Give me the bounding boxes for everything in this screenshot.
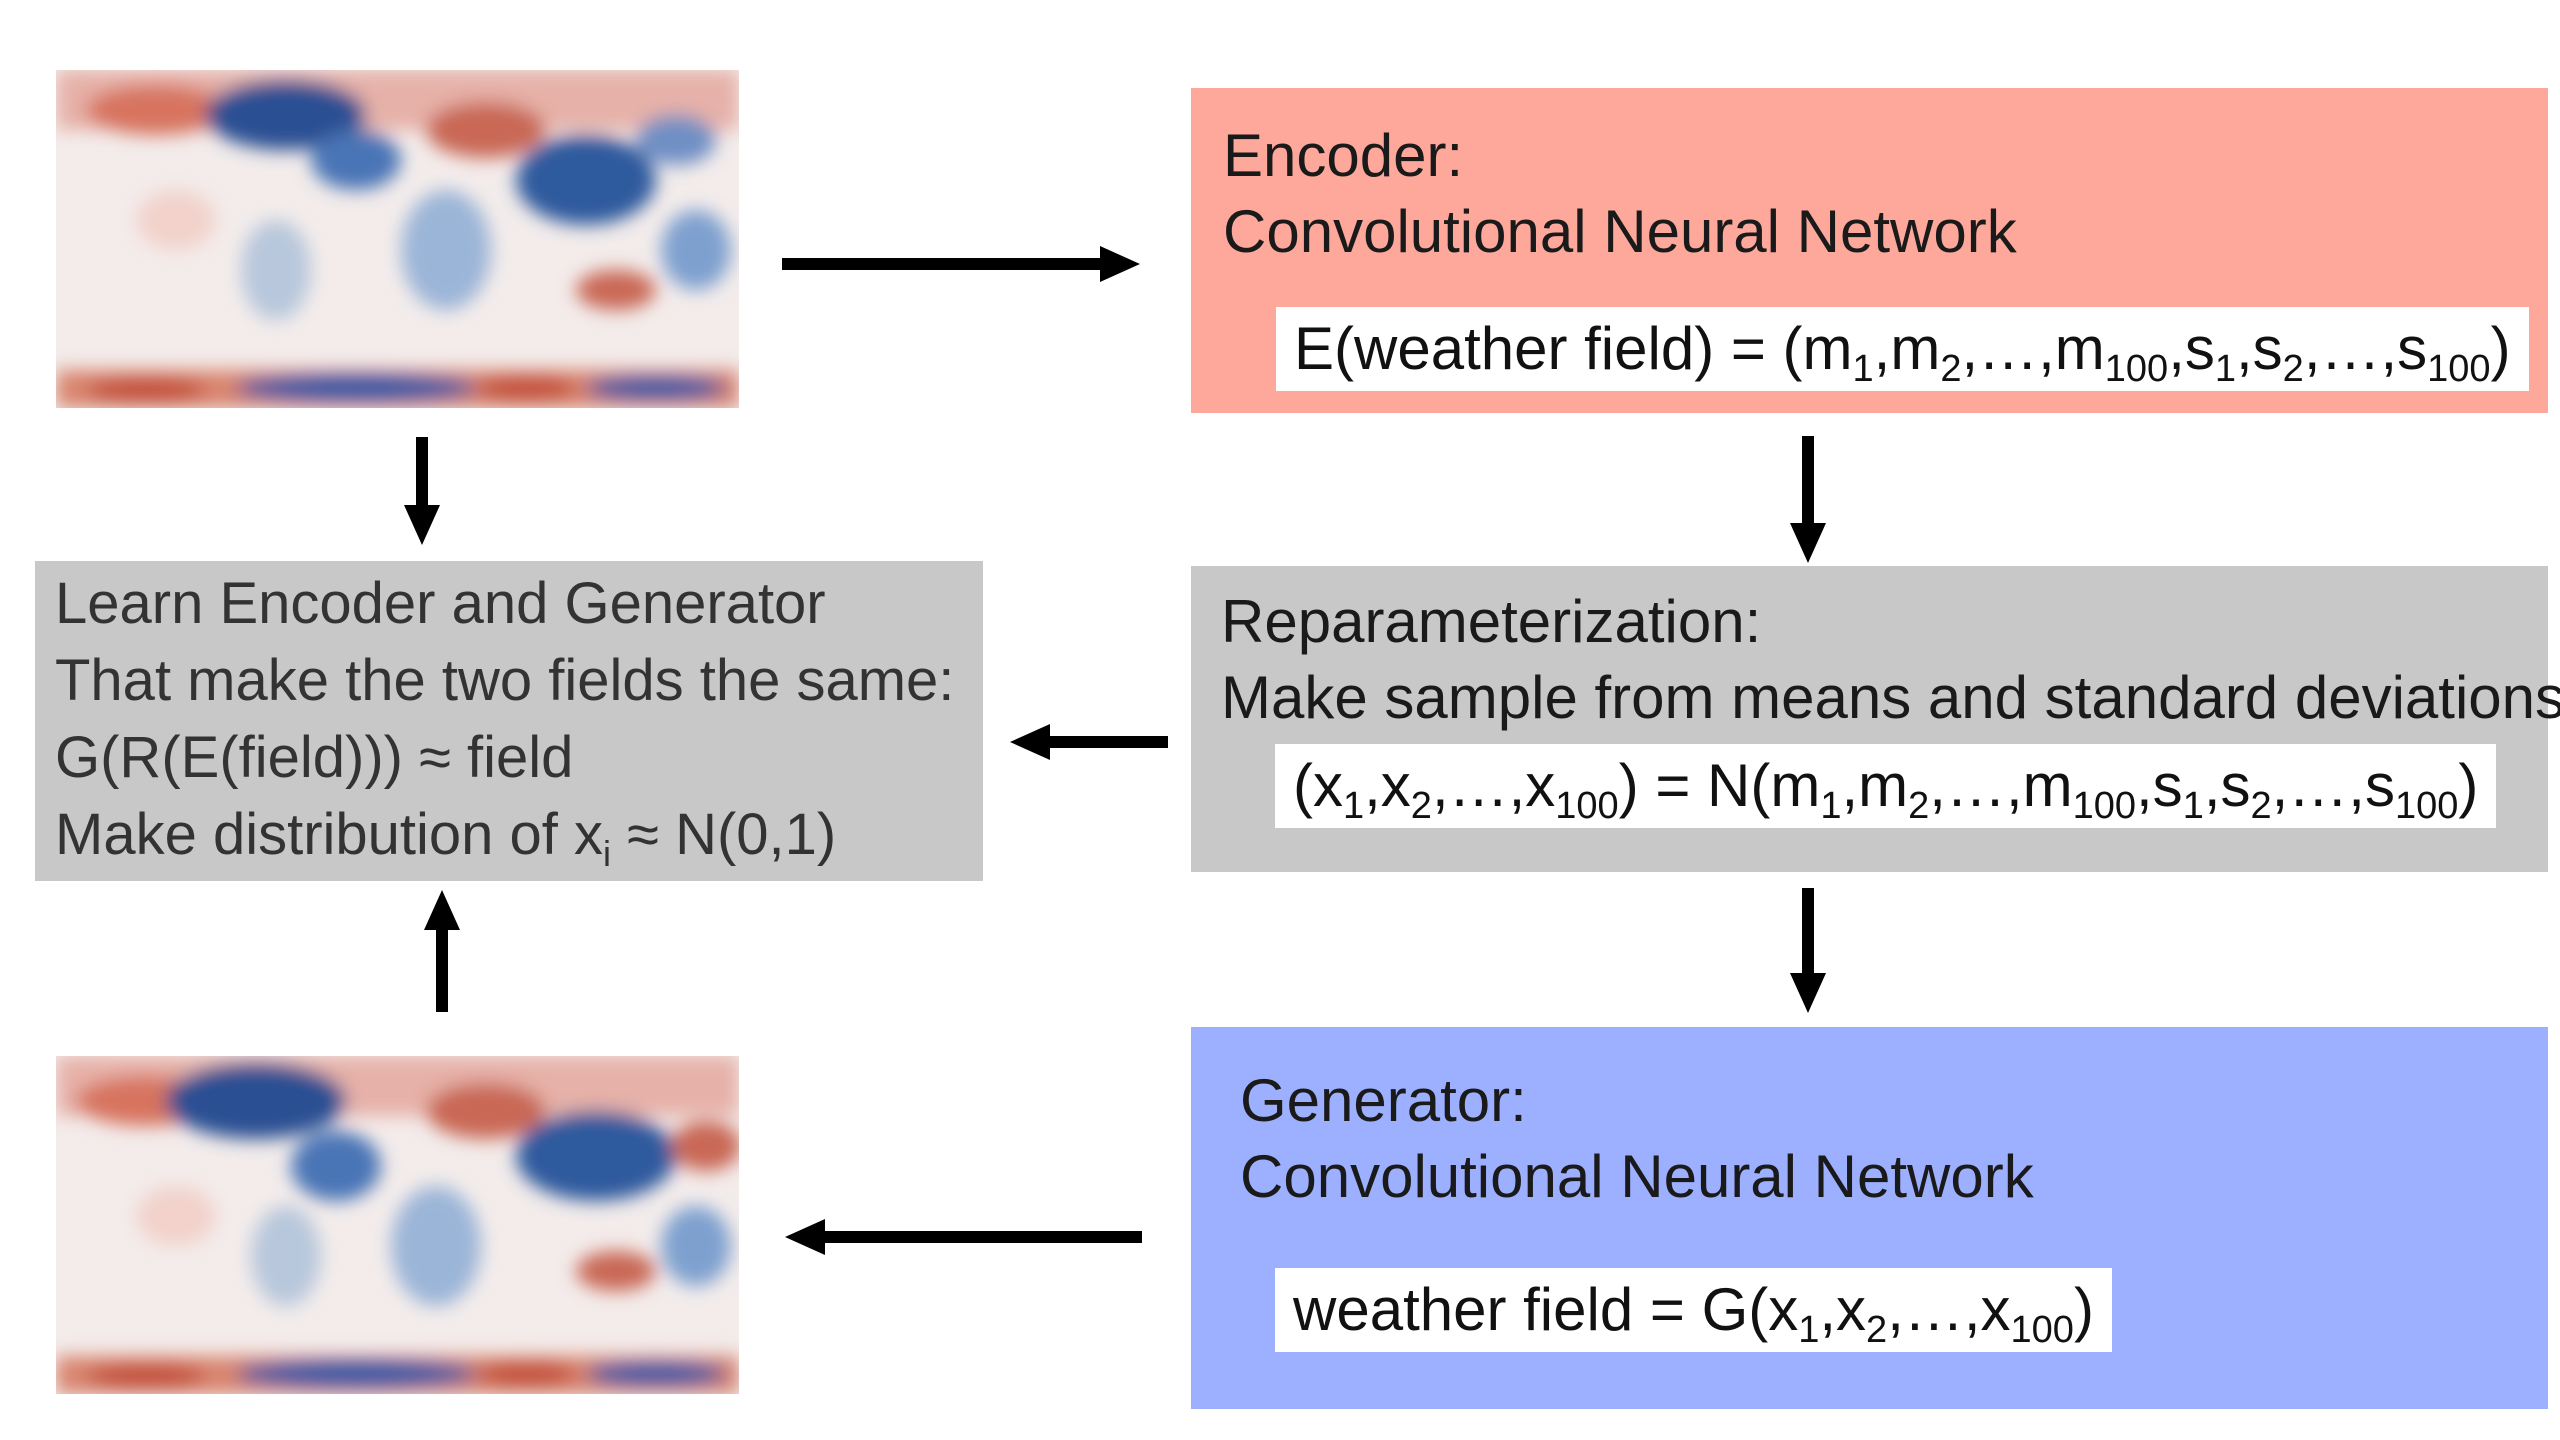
arrow-down-icon [404, 437, 440, 545]
formula-part: ) [2458, 752, 2479, 819]
formula-subscript: 100 [2010, 1309, 2074, 1351]
encoder-formula: E(weather field) = (m1,m2,…,m100,s1,s2,…… [1276, 307, 2529, 391]
learn-line-3: G(R(E(field))) ≈ field [55, 725, 574, 790]
formula-part: ,…,x [1431, 752, 1556, 819]
formula-subscript: 2 [1908, 785, 1930, 827]
learn-line-4: Make distribution of xi ≈ N(0,1) [35, 796, 983, 873]
input-weather-field-map [56, 70, 739, 408]
reparameterization-subtitle: Make sample from means and standard devi… [1221, 664, 2560, 731]
reparameterization-title: Reparameterization: [1221, 588, 1762, 655]
formula-part: ,m [1873, 315, 1941, 382]
formula-part: ,…,x [1887, 1276, 2011, 1343]
formula-part: ,s [2236, 315, 2283, 382]
formula-subscript: 1 [2214, 348, 2236, 390]
arrow-left-icon [1010, 724, 1168, 760]
formula-part: ,…,m [1961, 315, 2105, 382]
formula-part: ,x [1364, 752, 1411, 819]
learn-line-1: Learn Encoder and Generator [55, 571, 826, 636]
reparameterization-box: Reparameterization: Make sample from mea… [1191, 566, 2560, 872]
formula-subscript: 1 [1820, 785, 1842, 827]
formula-subscript: 2 [1410, 785, 1432, 827]
formula-subscript: 2 [2282, 348, 2304, 390]
generator-subtitle: Convolutional Neural Network [1240, 1143, 2034, 1210]
arrow-down-icon [1790, 888, 1826, 1013]
formula-subscript: 2 [1866, 1309, 1888, 1351]
formula-subscript: 1 [1852, 348, 1874, 390]
formula-subscript: 100 [2427, 348, 2491, 390]
arrow-left-icon [785, 1219, 1142, 1255]
formula-part: ,…,s [2303, 315, 2428, 382]
formula-part: ,s [2136, 752, 2183, 819]
learn-line-4-post: ≈ N(0,1) [611, 802, 837, 867]
formula-part: ,…,s [2271, 752, 2395, 819]
arrow-up-icon [424, 890, 460, 1012]
reparameterization-formula: (x1,x2,…,x100) = N(m1,m2,…,m100,s1,s2,…,… [1275, 744, 2497, 828]
formula-part: ) = N(m [1618, 752, 1821, 819]
formula-part: ,s [2203, 752, 2251, 819]
learn-line-4-subscript: i [603, 833, 612, 874]
formula-part: ,x [1819, 1276, 1867, 1343]
formula-part: ,…,m [1929, 752, 2073, 819]
formula-subscript: 2 [2250, 785, 2272, 827]
encoder-title: Encoder: [1223, 122, 1464, 189]
arrow-right-icon [782, 246, 1140, 282]
formula-part: E(weather field) = (m [1294, 315, 1853, 382]
reconstructed-weather-field-map [56, 1056, 739, 1394]
formula-subscript: 100 [2072, 785, 2137, 827]
formula-subscript: 1 [2182, 785, 2204, 827]
formula-part: ,m [1841, 752, 1909, 819]
formula-subscript: 1 [1798, 1309, 1820, 1351]
formula-part: weather field = G(x [1293, 1276, 1799, 1343]
generator-box: Generator: Convolutional Neural Network … [1191, 1027, 2548, 1409]
formula-subscript: 1 [1342, 785, 1365, 827]
learning-objective-box: Learn Encoder and Generator That make th… [35, 561, 983, 881]
generator-title: Generator: [1240, 1067, 1527, 1134]
formula-subscript: 2 [1940, 348, 1962, 390]
formula-subscript: 100 [2104, 348, 2169, 390]
formula-part: ,s [2168, 315, 2215, 382]
formula-part: (x [1293, 752, 1343, 819]
encoder-subtitle: Convolutional Neural Network [1223, 198, 2017, 265]
formula-subscript: 100 [2394, 785, 2459, 827]
encoder-box: Encoder: Convolutional Neural Network E(… [1191, 88, 2548, 413]
learn-line-4-pre: Make distribution of x [55, 802, 604, 867]
arrow-down-icon [1790, 436, 1826, 563]
formula-part: ) [2490, 315, 2511, 382]
learn-line-2: That make the two fields the same: [55, 648, 955, 713]
formula-subscript: 100 [1555, 785, 1619, 827]
generator-formula: weather field = G(x1,x2,…,x100) [1275, 1268, 2112, 1352]
formula-part: ) [2073, 1276, 2094, 1343]
